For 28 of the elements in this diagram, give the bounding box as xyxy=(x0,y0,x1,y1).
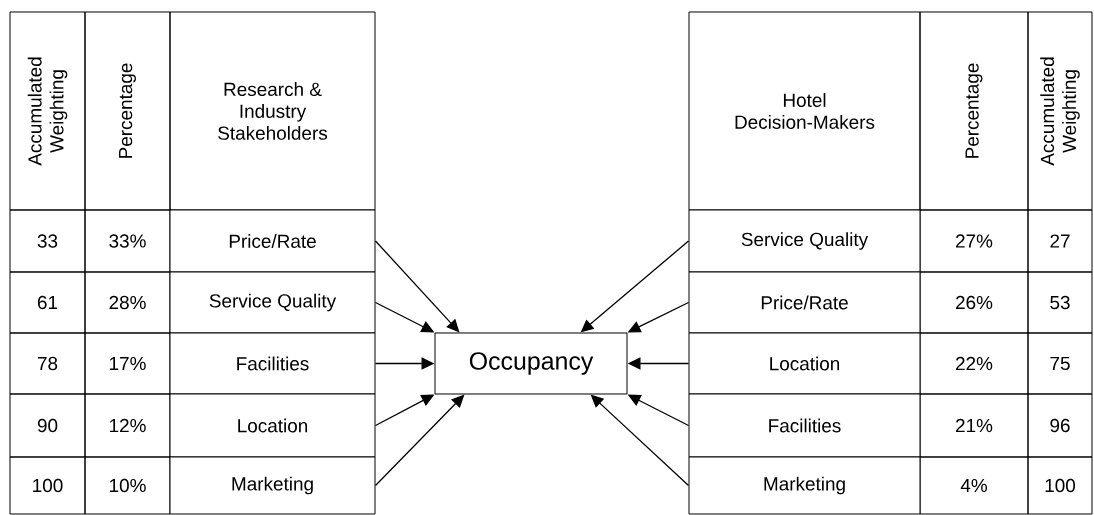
table-cell: 90 xyxy=(9,393,86,458)
table-cell: 100 xyxy=(9,456,86,515)
table-cell: Service Quality xyxy=(169,271,376,334)
table-cell: Marketing xyxy=(688,456,921,515)
table-cell: Location xyxy=(169,393,376,458)
table-cell: 10% xyxy=(84,456,171,515)
arrow xyxy=(374,394,465,487)
table-cell: Service Quality xyxy=(688,209,921,273)
column-header: Accumulated Weighting xyxy=(9,11,86,211)
table-cell: 61 xyxy=(9,271,86,334)
table-cell: Marketing xyxy=(169,456,376,515)
column-header: Percentage xyxy=(919,11,1029,211)
table-cell: 27 xyxy=(1027,209,1093,273)
table-cell: 78 xyxy=(9,332,86,395)
table-cell: 100 xyxy=(1027,456,1093,515)
occupancy-box: Occupancy xyxy=(434,332,628,395)
table-cell: Price/Rate xyxy=(169,209,376,273)
column-header: Percentage xyxy=(84,11,171,211)
table-cell: 75 xyxy=(1027,332,1093,395)
table-cell: Facilities xyxy=(169,332,376,395)
table-cell: 33 xyxy=(9,209,86,273)
table-cell: 96 xyxy=(1027,393,1093,458)
table-cell: 53 xyxy=(1027,271,1093,334)
table-cell: Facilities xyxy=(688,393,921,458)
table-cell: Price/Rate xyxy=(688,271,921,334)
table-cell: 4% xyxy=(919,456,1029,515)
column-header: Accumulated Weighting xyxy=(1027,11,1093,211)
table-cell: Location xyxy=(688,332,921,395)
